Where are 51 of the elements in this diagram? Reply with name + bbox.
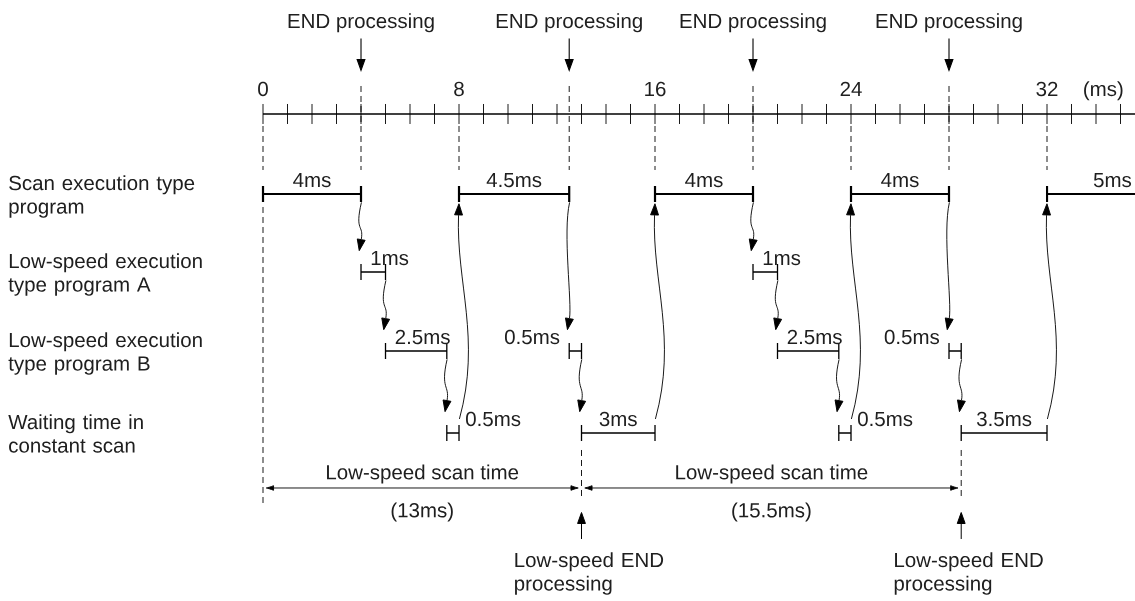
row-label: Low-speed execution type program B [8, 332, 202, 375]
duration-label: 4.5ms [486, 172, 542, 188]
row-label: Scan execution type program [9, 175, 195, 218]
duration-label: 2.5ms [395, 329, 450, 345]
dimension-label: Low-speed scan time [676, 464, 868, 484]
arrow [650, 203, 665, 420]
arrow [957, 358, 966, 413]
event-label: Low-speed END processing [894, 552, 1043, 595]
row-label: Waiting time in constant scan [8, 414, 143, 453]
duration-label: 3.5ms [977, 411, 1032, 427]
axis-label: 16 [645, 81, 666, 97]
arrow [956, 512, 966, 540]
axis-label: 0 [258, 81, 268, 97]
duration-label: 2.5ms [787, 329, 842, 345]
duration-label: 3ms [599, 411, 637, 427]
duration-label: 5ms [1093, 172, 1132, 188]
arrow [454, 203, 469, 420]
arrow [846, 203, 861, 420]
arrow [944, 201, 954, 331]
row-label: Low-speed execution type program A [8, 253, 202, 296]
arrow [565, 201, 574, 331]
dimension-label: Low-speed scan time [327, 464, 519, 484]
duration-label: 0.5ms [505, 329, 560, 345]
arrow [773, 279, 783, 331]
event-label: END processing [288, 13, 434, 33]
arrow [748, 201, 758, 252]
duration-label: 1ms [371, 250, 409, 266]
duration-label: 0.5ms [884, 329, 940, 345]
unit-label: (ms) [1084, 81, 1123, 101]
arrow [577, 512, 586, 540]
arrow [442, 358, 452, 413]
axis-label: 24 [840, 81, 862, 96]
duration-label: 4ms [685, 172, 723, 188]
event-label: END processing [876, 13, 1022, 33]
axis-label: 8 [454, 81, 464, 97]
event-label: Low-speed END processing [515, 552, 664, 595]
arrow [356, 201, 366, 252]
arrow [577, 358, 587, 413]
arrow [834, 358, 844, 413]
duration-label: 4ms [293, 172, 331, 188]
dimension-label: (15.5ms) [732, 502, 811, 522]
duration-label: 0.5ms [466, 411, 521, 427]
duration-label: 0.5ms [858, 411, 913, 427]
arrow [1042, 203, 1057, 420]
event-label: END processing [680, 13, 826, 33]
duration-label: 1ms [763, 250, 801, 266]
axis-label: 32 [1036, 81, 1058, 97]
duration-label: 4ms [881, 172, 919, 188]
arrow [381, 279, 391, 331]
event-label: END processing [496, 13, 642, 33]
dimension-label: (13ms) [391, 502, 453, 522]
